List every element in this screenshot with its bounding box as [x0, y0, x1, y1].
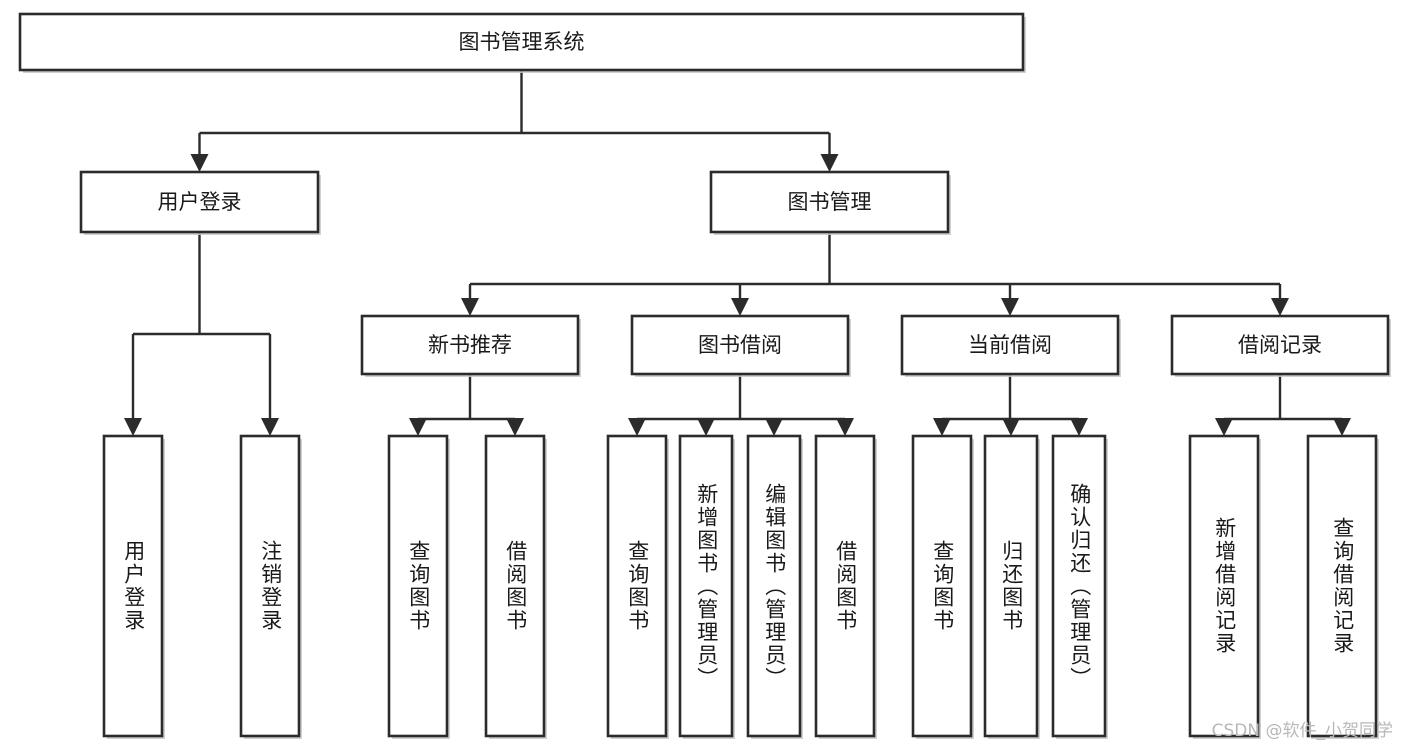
node-label-book-borrow: 图书借阅	[698, 333, 782, 357]
arrow-head-icon	[1001, 298, 1019, 316]
arrow-head-icon	[836, 418, 854, 436]
arrow-head-icon	[506, 418, 524, 436]
node-label-wrap-leaf-user-logout: 注销登录	[241, 436, 299, 736]
arrow-head-icon	[409, 418, 427, 436]
node-box-book-manage[interactable]	[709, 170, 950, 234]
node-label-wrap-leaf-borrow-book-1: 借阅图书	[486, 436, 544, 736]
arrow-head-icon	[190, 154, 209, 172]
node-box-book-borrow[interactable]	[630, 314, 850, 376]
arrow-head-icon	[731, 298, 749, 316]
node-label-book-manage: 图书管理	[788, 190, 872, 214]
node-box-borrow-record[interactable]	[1170, 314, 1390, 376]
node-box-leaf-query-record[interactable]	[1306, 434, 1378, 738]
arrow-head-icon	[628, 418, 646, 436]
node-label-leaf-return-book: 归还图书	[999, 540, 1024, 632]
node-label-wrap-leaf-add-record: 新增借阅记录	[1190, 436, 1258, 736]
node-box-user-login[interactable]	[79, 170, 320, 234]
node-box-root[interactable]	[18, 12, 1025, 72]
node-label-leaf-add-record: 新增借阅记录	[1212, 517, 1237, 655]
node-label-wrap-leaf-query-book-1: 查询图书	[389, 436, 447, 736]
node-label-wrap-leaf-query-book-2: 查询图书	[608, 436, 666, 736]
node-box-leaf-add-record[interactable]	[1188, 434, 1260, 738]
node-label-wrap-leaf-borrow-book-2: 借阅图书	[816, 436, 874, 736]
node-label-leaf-add-book: 新增图书（管理员）	[694, 482, 719, 690]
arrow-head-icon	[261, 418, 279, 436]
node-box-current-borrow[interactable]	[900, 314, 1120, 376]
node-label-leaf-confirm-return: 确认归还（管理员）	[1067, 482, 1092, 690]
arrow-head-icon	[933, 418, 951, 436]
node-label-leaf-query-book-1: 查询图书	[406, 540, 431, 632]
arrow-head-icon	[124, 418, 142, 436]
arrow-head-icon	[1070, 418, 1088, 436]
node-box-leaf-query-book-1[interactable]	[387, 434, 449, 738]
node-box-leaf-confirm-return[interactable]	[1051, 434, 1107, 738]
node-label-leaf-user-logout: 注销登录	[258, 540, 283, 632]
connectors-layer	[124, 70, 1351, 436]
node-label-leaf-borrow-book-2: 借阅图书	[833, 540, 858, 632]
node-label-leaf-borrow-book-1: 借阅图书	[503, 540, 528, 632]
node-label-leaf-query-book-2: 查询图书	[625, 540, 650, 632]
node-label-wrap-leaf-confirm-return: 确认归还（管理员）	[1053, 436, 1105, 736]
node-label-wrap-leaf-query-record: 查询借阅记录	[1308, 436, 1376, 736]
arrow-head-icon	[765, 418, 783, 436]
node-label-wrap-leaf-user-login: 用户登录	[104, 436, 162, 736]
node-box-leaf-return-book[interactable]	[983, 434, 1039, 738]
node-label-wrap-leaf-query-book-3: 查询图书	[913, 436, 971, 736]
node-box-leaf-user-login[interactable]	[102, 434, 164, 738]
node-label-wrap-leaf-edit-book: 编辑图书（管理员）	[748, 436, 800, 736]
arrow-head-icon	[461, 298, 479, 316]
node-label-wrap-leaf-return-book: 归还图书	[985, 436, 1037, 736]
node-box-leaf-edit-book[interactable]	[746, 434, 802, 738]
node-label-leaf-query-record: 查询借阅记录	[1330, 517, 1355, 655]
node-boxes-layer	[18, 12, 1391, 739]
node-box-leaf-borrow-book-1[interactable]	[484, 434, 546, 738]
node-label-new-book-rec: 新书推荐	[428, 333, 512, 357]
node-box-leaf-borrow-book-2[interactable]	[814, 434, 876, 738]
node-label-wrap-leaf-add-book: 新增图书（管理员）	[680, 436, 732, 736]
arrow-head-icon	[1271, 298, 1289, 316]
node-box-leaf-query-book-2[interactable]	[606, 434, 668, 738]
node-label-leaf-query-book-3: 查询图书	[930, 540, 955, 632]
node-box-leaf-query-book-3[interactable]	[911, 434, 973, 738]
arrow-head-icon	[1215, 418, 1233, 436]
arrow-head-icon	[820, 154, 839, 172]
arrow-head-icon	[1002, 418, 1020, 436]
node-box-new-book-rec[interactable]	[360, 314, 580, 376]
node-label-leaf-user-login: 用户登录	[121, 540, 146, 632]
node-label-borrow-record: 借阅记录	[1238, 333, 1322, 357]
watermark-text: CSDN @软件_小贺同学	[1211, 721, 1393, 741]
node-label-user-login: 用户登录	[158, 190, 242, 214]
node-box-leaf-user-logout[interactable]	[239, 434, 301, 738]
node-label-root: 图书管理系统	[459, 30, 585, 54]
node-box-leaf-add-book[interactable]	[678, 434, 734, 738]
node-label-current-borrow: 当前借阅	[968, 333, 1052, 357]
arrow-head-icon	[697, 418, 715, 436]
arrow-head-icon	[1333, 418, 1351, 436]
node-label-leaf-edit-book: 编辑图书（管理员）	[762, 482, 787, 690]
